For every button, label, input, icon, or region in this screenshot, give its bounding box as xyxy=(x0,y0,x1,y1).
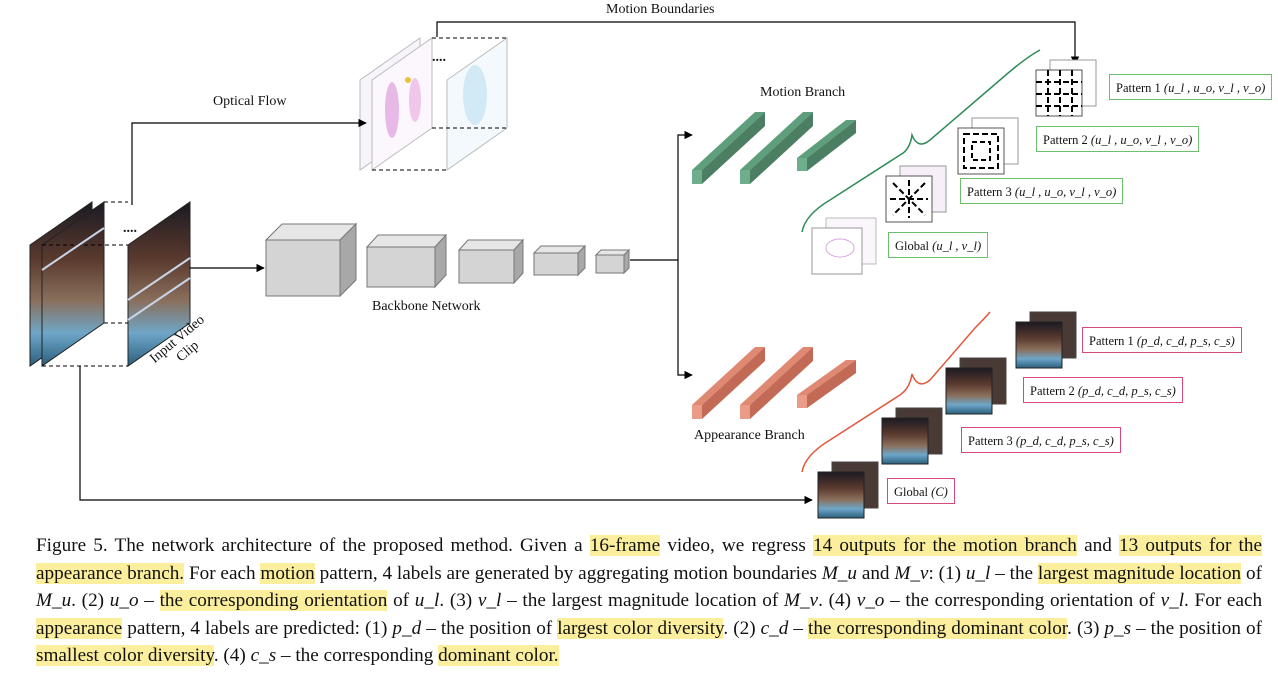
caption-math: p_d xyxy=(392,617,422,639)
motion-branch-bars xyxy=(692,112,856,184)
appearance-pattern-1-name: Pattern 1 xyxy=(1089,334,1134,348)
caption-math: u_l xyxy=(414,590,440,612)
caption-text: . (4) xyxy=(213,645,251,667)
caption-highlight: largest color diversity xyxy=(557,617,724,639)
backbone-network xyxy=(264,222,631,298)
appearance-pattern-1-box: Pattern 1 (p_d, c_d, p_s, c_s) xyxy=(1082,327,1242,353)
caption-highlight: smallest color diversity xyxy=(36,645,214,667)
caption-math: u_l xyxy=(965,562,991,584)
motion-pattern-3-box: Pattern 3 (u_l , u_o, v_l , v_o) xyxy=(960,178,1124,204)
caption-text: For each xyxy=(184,562,261,584)
caption-highlight: largest magnitude location xyxy=(1037,562,1242,584)
caption-highlight: dominant color. xyxy=(438,645,559,667)
appearance-pattern-3-args: (p_d, c_d, p_s, c_s) xyxy=(1015,434,1114,448)
caption-text: . (2) xyxy=(723,617,761,639)
motion-global-name: Global xyxy=(895,239,930,253)
caption-math: c_s xyxy=(250,645,277,667)
caption-text: : (1) xyxy=(928,562,966,584)
caption-text: of xyxy=(1241,562,1262,584)
motion-global-box: Global (u_l , v_l) xyxy=(888,232,989,258)
clip-ellipsis: .... xyxy=(123,221,137,236)
motion-boundaries-label: Motion Boundaries xyxy=(606,2,715,17)
caption-math: M_v xyxy=(783,590,819,612)
motion-brace xyxy=(801,49,1041,233)
flow-ellipsis: .... xyxy=(432,50,446,65)
caption-math: v_l xyxy=(477,590,502,612)
motion-pattern-1-name: Pattern 1 xyxy=(1116,81,1161,95)
caption-highlight: 14 outputs for the motion branch xyxy=(812,535,1077,556)
caption-text: – the corresponding xyxy=(276,645,439,667)
caption-text: – xyxy=(788,617,808,639)
caption-text: . For each xyxy=(1184,590,1263,612)
motion-pattern-3-args: (u_l , u_o, v_l , v_o) xyxy=(1014,185,1117,199)
motion-pattern-2-args: (u_l , u_o, v_l , v_o) xyxy=(1090,133,1193,147)
caption-highlight: 16-frame xyxy=(589,535,661,556)
motion-pattern-2-name: Pattern 2 xyxy=(1043,133,1088,147)
caption-text: . (2) xyxy=(71,590,110,612)
caption-text: video, we regress xyxy=(660,535,813,556)
caption-highlight: the corresponding dominant color xyxy=(808,617,1068,639)
caption-text: of xyxy=(387,590,415,612)
caption-math: M_u xyxy=(821,562,857,584)
caption-text: – the position of xyxy=(421,617,558,639)
caption-text: . (3) xyxy=(439,590,478,612)
caption-math: p_s xyxy=(1104,617,1132,639)
caption-text: – the corresponding orientation of xyxy=(884,590,1161,612)
motion-pattern-2-box: Pattern 2 (u_l , u_o, v_l , v_o) xyxy=(1036,126,1200,152)
caption-text: . (3) xyxy=(1067,617,1105,639)
caption-highlight: appearance xyxy=(36,617,123,639)
caption-math: v_l xyxy=(1160,590,1185,612)
caption-text: – xyxy=(138,590,160,612)
caption-text: – the xyxy=(990,562,1038,584)
caption-highlight: motion xyxy=(260,562,315,584)
input-video-clip xyxy=(29,201,191,367)
caption-highlight: the corresponding orientation xyxy=(159,590,388,612)
caption-text: – the largest magnitude location of xyxy=(501,590,784,612)
figure: Motion Boundaries Optical Flow Motion Br… xyxy=(29,2,1273,519)
caption-math: c_d xyxy=(760,617,789,639)
caption-text: Figure 5. The network architecture of th… xyxy=(36,535,590,556)
appearance-pattern-2-box: Pattern 2 (p_d, c_d, p_s, c_s) xyxy=(1023,377,1183,403)
appearance-pattern-2-args: (p_d, c_d, p_s, c_s) xyxy=(1077,384,1176,398)
caption-text: . (4) xyxy=(818,590,857,612)
motion-pattern-3-name: Pattern 3 xyxy=(967,185,1012,199)
caption-text: pattern, 4 labels are generated by aggre… xyxy=(314,562,822,584)
appearance-pattern-2-name: Pattern 2 xyxy=(1030,384,1075,398)
appearance-branch-label: Appearance Branch xyxy=(694,428,805,443)
appearance-branch-bars xyxy=(692,347,856,419)
caption-math: v_o xyxy=(856,590,885,612)
caption-text: and xyxy=(856,562,895,584)
appearance-global-box: Global (C) xyxy=(887,478,955,504)
optical-flow-frames xyxy=(359,37,508,171)
caption-math: M_v xyxy=(894,562,929,584)
motion-pattern-tiles xyxy=(811,59,1097,275)
motion-global-args: (u_l , v_l) xyxy=(932,239,982,253)
figure-caption: Figure 5. The network architecture of th… xyxy=(36,532,1262,670)
motion-branch-label: Motion Branch xyxy=(760,85,846,100)
appearance-pattern-3-box: Pattern 3 (p_d, c_d, p_s, c_s) xyxy=(961,427,1121,453)
caption-text: – the position of xyxy=(1131,617,1262,639)
backbone-network-label: Backbone Network xyxy=(372,299,481,314)
caption-text: pattern, 4 labels are predicted: (1) xyxy=(122,617,393,639)
architecture-diagram xyxy=(29,21,1097,519)
optical-flow-label: Optical Flow xyxy=(213,94,287,109)
appearance-brace xyxy=(801,311,991,473)
appearance-global-args: (C) xyxy=(931,485,948,499)
appearance-pattern-3-name: Pattern 3 xyxy=(968,434,1013,448)
caption-text: and xyxy=(1076,535,1119,556)
appearance-global-name: Global xyxy=(894,485,929,499)
motion-pattern-1-args: (u_l , u_o, v_l , v_o) xyxy=(1163,81,1266,95)
motion-pattern-1-box: Pattern 1 (u_l , u_o, v_l , v_o) xyxy=(1109,74,1273,100)
appearance-pattern-tiles xyxy=(817,311,1077,519)
caption-math: u_o xyxy=(109,590,139,612)
caption-math: M_u xyxy=(36,590,72,612)
appearance-pattern-1-args: (p_d, c_d, p_s, c_s) xyxy=(1136,334,1235,348)
